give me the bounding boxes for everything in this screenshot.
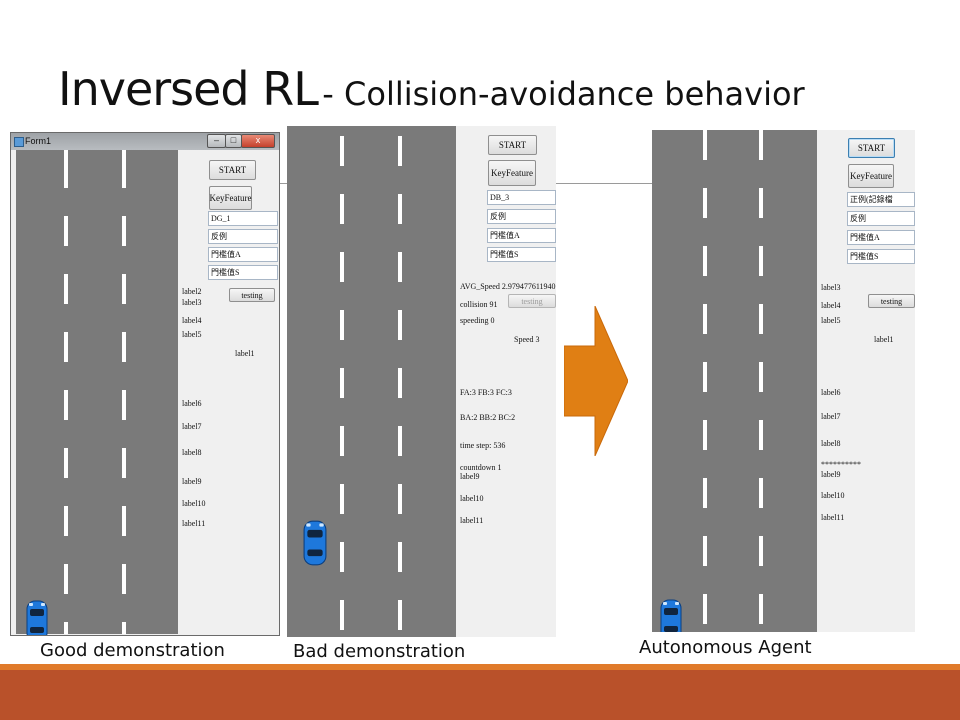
countdown-label: countdown 1 [460, 463, 502, 472]
label6: label6 [182, 399, 202, 408]
threshold-a-input[interactable]: 門檻值A [208, 247, 278, 262]
car-icon [660, 599, 682, 632]
window-title: Form1 [25, 136, 52, 146]
demo-file-input[interactable]: 正例(記錄檔 [847, 192, 915, 207]
maximize-button[interactable]: □ [225, 134, 242, 148]
panel-autonomous-agent: START KeyFeature 正例(記錄檔 反例 門檻值A 門檻值S lab… [652, 130, 915, 632]
road [16, 150, 178, 635]
threshold-a-input[interactable]: 門檻值A [847, 230, 915, 245]
time-step-label: time step: 536 [460, 441, 506, 450]
window-titlebar[interactable]: Form1 – □ x [11, 133, 279, 150]
keyfeature-button[interactable]: KeyFeature [209, 186, 252, 210]
testing-button[interactable]: testing [868, 294, 915, 308]
label11: label11 [460, 516, 484, 525]
label9: label9 [821, 470, 841, 479]
arrow-right-icon [564, 306, 628, 456]
label9: label9 [460, 472, 480, 481]
label1: label1 [874, 335, 894, 344]
start-button[interactable]: START [488, 135, 537, 155]
divider-line-right [556, 183, 652, 184]
road [287, 126, 456, 637]
label3: label3 [182, 298, 202, 307]
caption-good-demonstration: Good demonstration [40, 640, 225, 661]
label5: label5 [821, 316, 841, 325]
demo-file-input[interactable]: DG_1 [208, 211, 278, 226]
keyfeature-button[interactable]: KeyFeature [848, 164, 894, 188]
slide-title-main: Inversed RL [58, 62, 319, 116]
control-sidebar: START KeyFeature DG_1 反例 門檻值A 門檻值S label… [178, 150, 279, 635]
lane-divider-right [398, 126, 402, 637]
slide-title: Inversed RL - Collision-avoidance behavi… [58, 62, 805, 116]
slide-title-sub: - Collision-avoidance behavior [322, 75, 805, 113]
panel-good-demonstration: Form1 – □ x START KeyFeature DG_1 反例 門檻值… [10, 132, 280, 636]
stars-label: ********** [821, 460, 861, 469]
negative-input[interactable]: 反例 [847, 211, 915, 226]
minimize-button[interactable]: – [207, 134, 226, 148]
threshold-a-input[interactable]: 門檻值A [487, 228, 556, 243]
threshold-s-input[interactable]: 門檻值S [487, 247, 556, 262]
control-sidebar: START KeyFeature 正例(記錄檔 反例 門檻值A 門檻值S lab… [817, 130, 915, 632]
testing-button[interactable]: testing [229, 288, 275, 302]
label6: label6 [821, 388, 841, 397]
car-icon [26, 600, 48, 635]
road [652, 130, 817, 632]
label7: label7 [821, 412, 841, 421]
speeding-label: speeding 0 [460, 316, 495, 325]
label1: label1 [235, 349, 255, 358]
control-sidebar: START KeyFeature DB_3 反例 門檻值A 門檻值S AVG_S… [456, 126, 556, 637]
start-button[interactable]: START [209, 160, 256, 180]
label5: label5 [182, 330, 202, 339]
front-sensor-label: FA:3 FB:3 FC:3 [460, 388, 512, 397]
label2: label2 [182, 287, 202, 296]
label10: label10 [460, 494, 484, 503]
app-icon [14, 137, 24, 147]
label4: label4 [821, 301, 841, 310]
label3: label3 [821, 283, 841, 292]
car-icon [303, 520, 327, 566]
lane-divider-left [64, 150, 68, 634]
caption-autonomous-agent: Autonomous Agent [639, 637, 812, 658]
caption-bad-demonstration: Bad demonstration [293, 641, 466, 662]
keyfeature-button[interactable]: KeyFeature [488, 160, 536, 186]
close-button[interactable]: x [241, 134, 275, 148]
start-button[interactable]: START [848, 138, 895, 158]
label7: label7 [182, 422, 202, 431]
label11: label11 [821, 513, 845, 522]
lane-divider-right [759, 130, 763, 632]
speed-label: Speed 3 [514, 335, 540, 344]
label10: label10 [182, 499, 206, 508]
testing-button[interactable]: testing [508, 294, 556, 308]
avg-speed-label: AVG_Speed 2.979477611940 [460, 282, 556, 291]
lane-divider-left [703, 130, 707, 632]
footer-accent-bar [0, 664, 960, 670]
label8: label8 [821, 439, 841, 448]
negative-input[interactable]: 反例 [487, 209, 556, 224]
label9: label9 [182, 477, 202, 486]
footer-bar [0, 670, 960, 720]
label4: label4 [182, 316, 202, 325]
threshold-s-input[interactable]: 門檻值S [208, 265, 278, 280]
threshold-s-input[interactable]: 門檻值S [847, 249, 915, 264]
label8: label8 [182, 448, 202, 457]
back-sensor-label: BA:2 BB:2 BC:2 [460, 413, 516, 422]
collision-label: collision 91 [460, 300, 498, 309]
divider-line-left [278, 183, 290, 184]
lane-divider-right [122, 150, 126, 634]
panel-bad-demonstration: START KeyFeature DB_3 反例 門檻值A 門檻值S AVG_S… [287, 126, 556, 637]
demo-file-input[interactable]: DB_3 [487, 190, 556, 205]
label10: label10 [821, 491, 845, 500]
label11: label11 [182, 519, 206, 528]
negative-input[interactable]: 反例 [208, 229, 278, 244]
lane-divider-left [340, 126, 344, 637]
